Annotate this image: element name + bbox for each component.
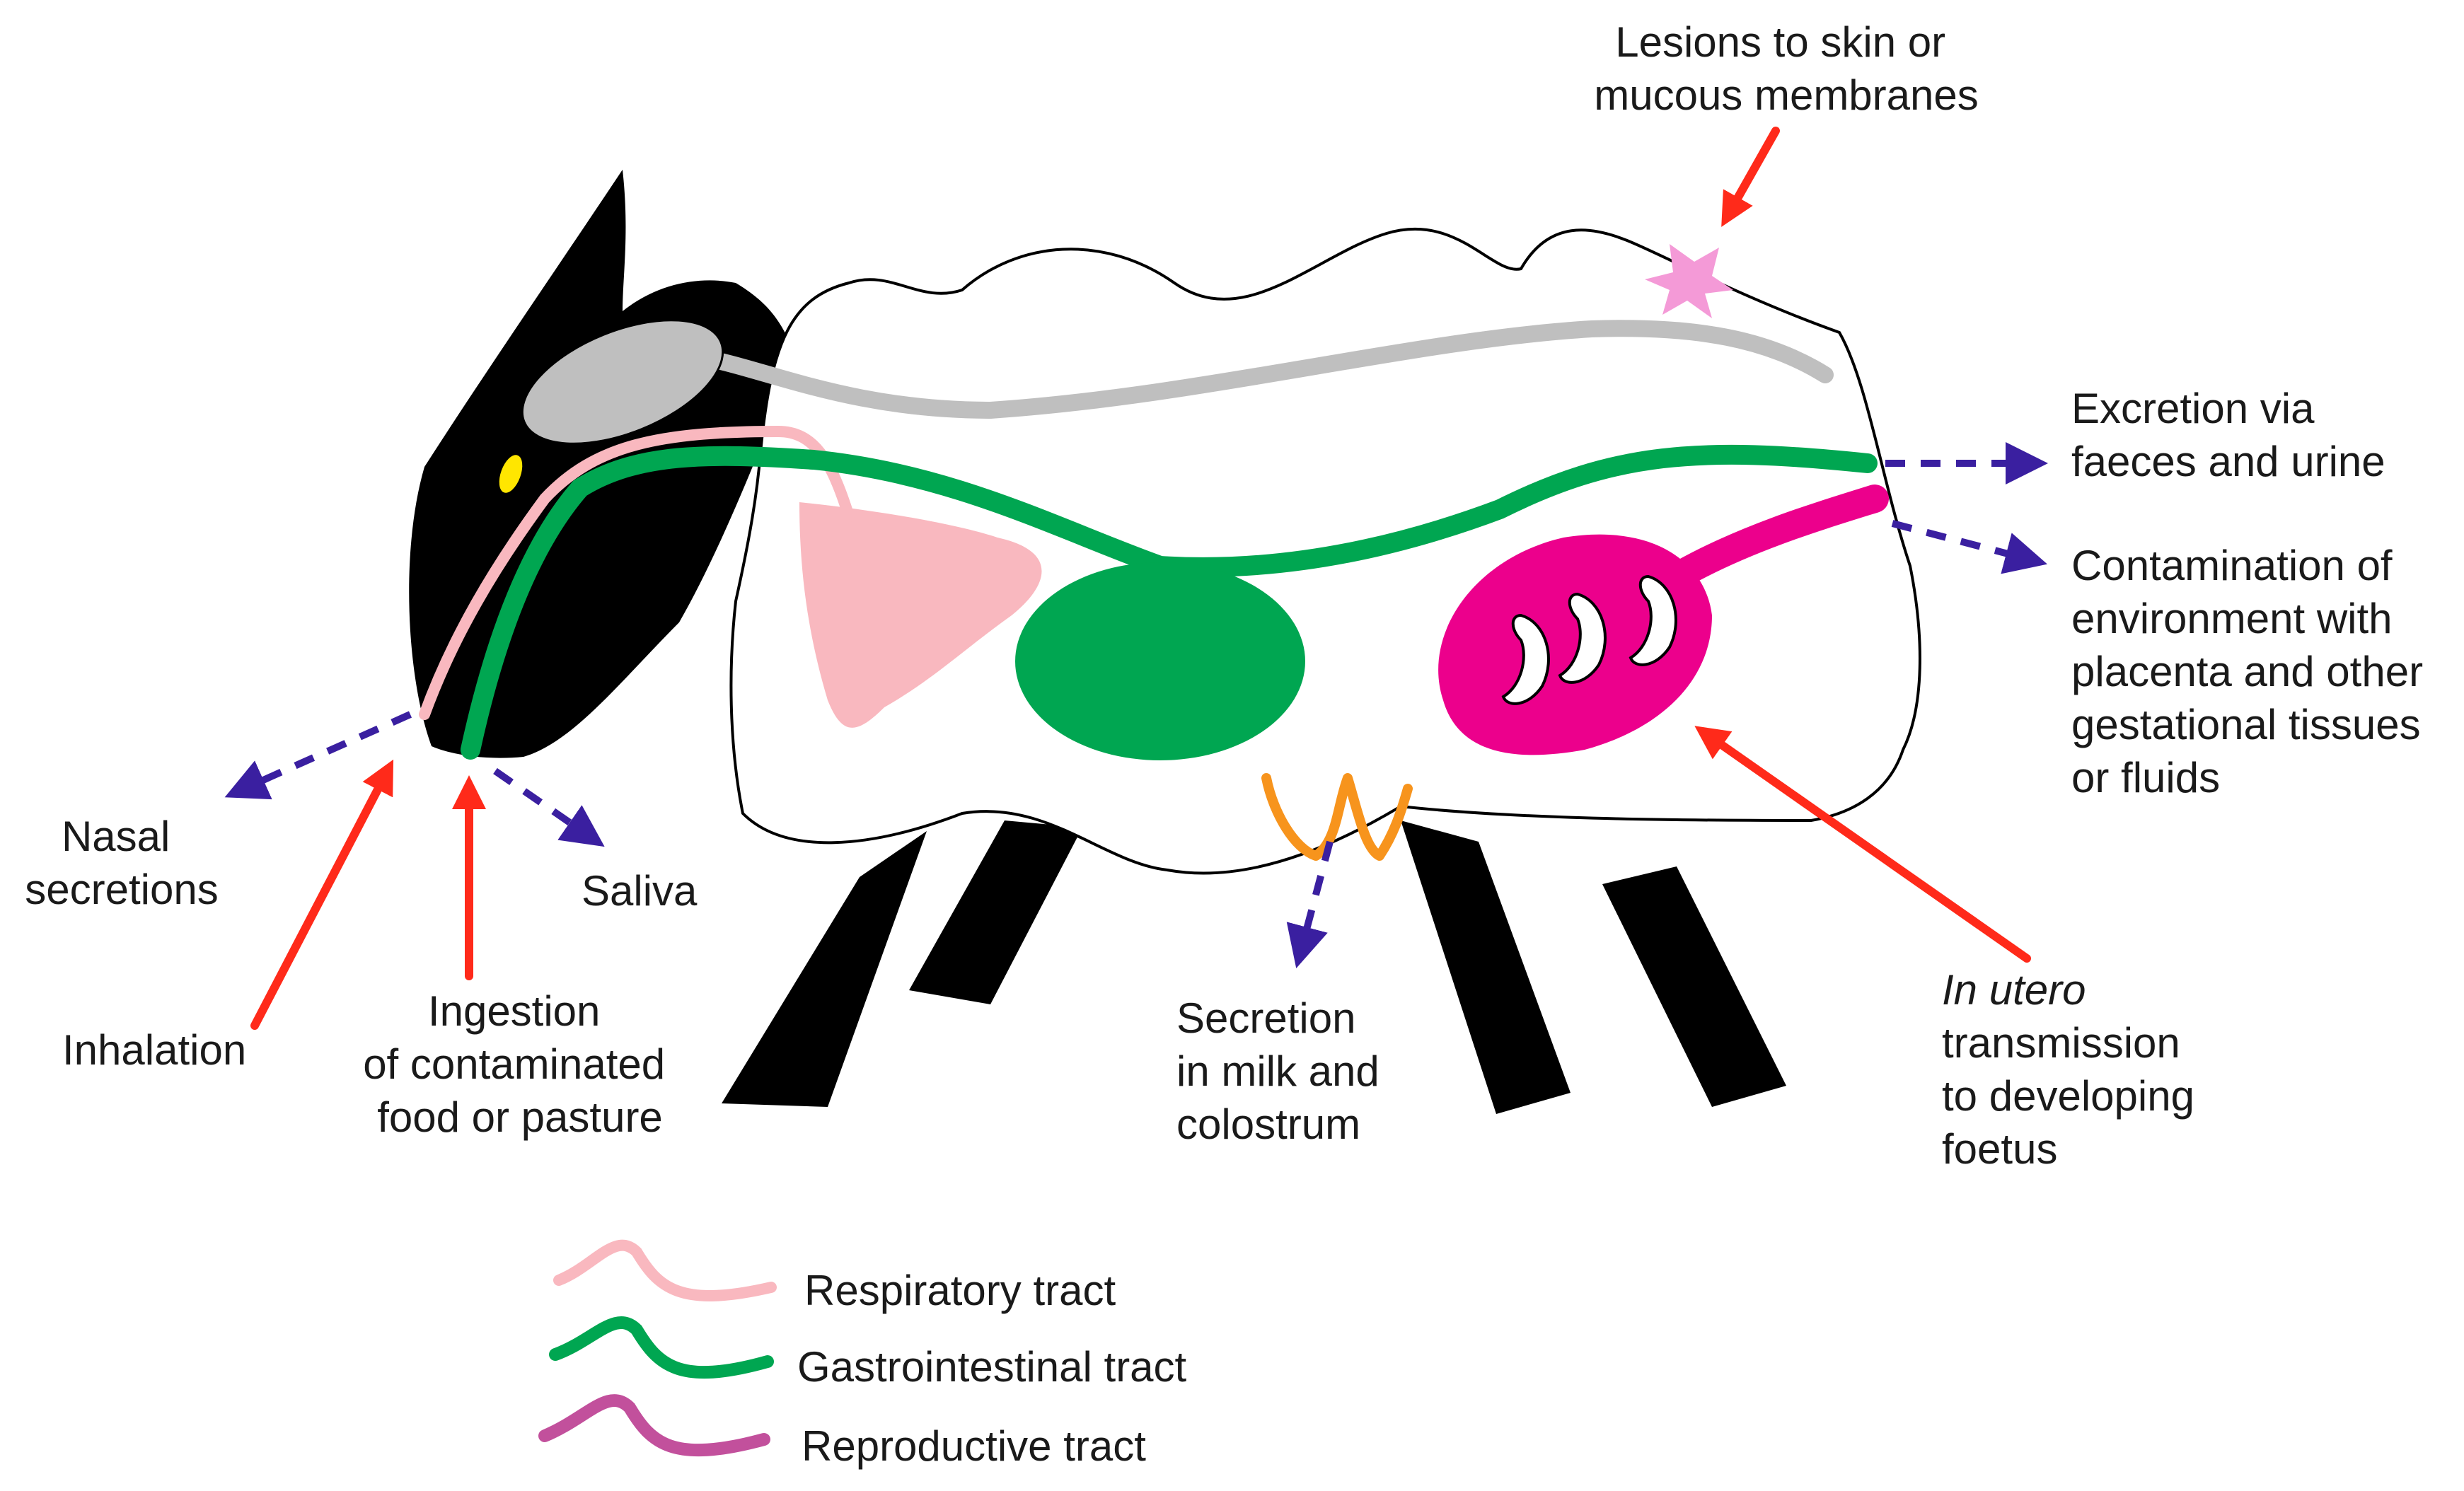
milk-label: Secretion in milk and colostrum: [1176, 994, 1391, 1148]
ingestion-label: Ingestion of contaminated food or pastur…: [363, 987, 677, 1141]
inhalation-arrow: [250, 759, 394, 1030]
legend-swatch-respiratory: [553, 1239, 777, 1301]
eye: [499, 455, 523, 493]
foetuses: [1501, 574, 1677, 705]
legend-label-gastrointestinal: Gastrointestinal tract: [797, 1343, 1187, 1391]
exit-arrows: [224, 442, 2048, 968]
lung: [799, 502, 1042, 728]
foetus: [1558, 592, 1607, 684]
saliva-label: Saliva: [582, 867, 698, 915]
nasal-exit-arrow: [224, 711, 412, 800]
lesion-entry-arrow: [1721, 127, 1780, 227]
legend-swatch-reproductive: [538, 1394, 770, 1457]
excretion-label: Excretion via faeces and urine: [2071, 385, 2385, 485]
ear: [538, 170, 623, 297]
inhalation-label: Inhalation: [62, 1026, 246, 1074]
rumen: [1015, 562, 1305, 760]
entry-arrows: [250, 127, 2031, 1030]
milk-exit-arrow: [1286, 840, 1334, 968]
foetus: [1629, 574, 1677, 666]
spinal-cord: [692, 320, 1834, 419]
legend: Respiratory tract Gastrointestinal tract…: [538, 1239, 1187, 1470]
foetus: [1501, 613, 1550, 705]
udder: [1261, 773, 1413, 861]
nasal-secretions-label: Nasal secretions: [25, 813, 218, 913]
respiratory-tract: [419, 425, 855, 720]
saliva-exit-arrow: [493, 767, 605, 847]
contamination-label: Contamination of environment with placen…: [2071, 542, 2435, 801]
gastrointestinal-tract: [461, 444, 1878, 760]
in-utero-arrow: [1694, 726, 2031, 963]
in-utero-label: In utero transmission to developing foet…: [1942, 966, 2206, 1173]
legend-label-reproductive: Reproductive tract: [802, 1422, 1146, 1470]
lesion-mark: [1645, 244, 1733, 318]
front-right-leg: [909, 820, 1082, 1004]
rear-left-leg: [1401, 820, 1571, 1114]
rear-right-leg: [1602, 866, 1786, 1107]
legend-label-respiratory: Respiratory tract: [804, 1267, 1116, 1314]
legend-swatch-gastrointestinal: [549, 1316, 774, 1379]
lesions-label: Lesions to skin or mucous membranes: [1594, 18, 1979, 119]
placenta-exit-arrow: [1891, 520, 2048, 574]
reproductive-tract: [1670, 485, 1889, 587]
legs: [722, 820, 1786, 1114]
brain: [521, 319, 724, 445]
front-left-leg: [722, 831, 927, 1107]
